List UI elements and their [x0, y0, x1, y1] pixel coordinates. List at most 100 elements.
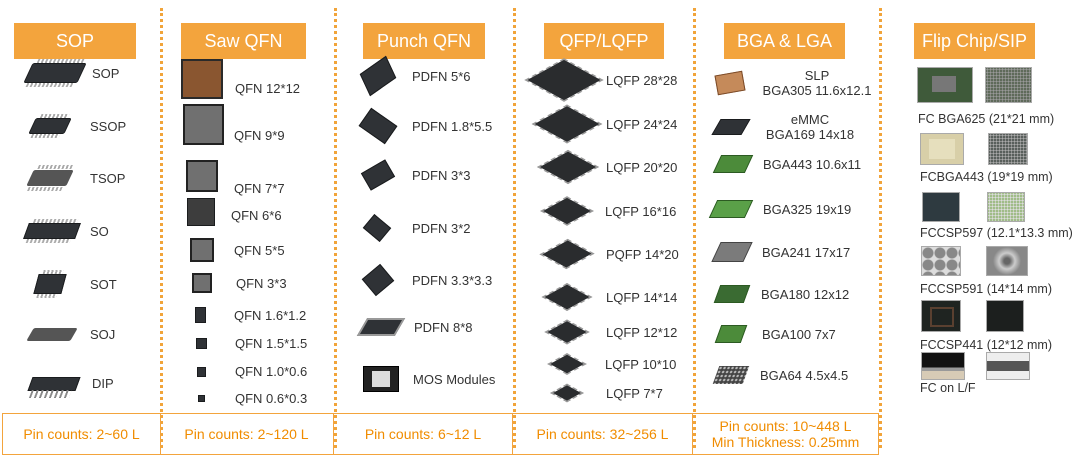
package-label: LQFP 20*20 [606, 159, 678, 175]
column-separator [513, 8, 516, 448]
lqfp-14x14-chip-icon [541, 282, 593, 312]
fccsp441-ball-side-photo [986, 300, 1024, 332]
pdfn-1-8x5-5-chip-icon [358, 107, 398, 145]
package-label: SLP [804, 68, 830, 83]
package-item: PDFN 8*8 [356, 318, 473, 336]
package-label: PDFN 3*2 [412, 220, 471, 236]
flip-chip-label: FCCSP441 (12*12 mm) [920, 338, 1052, 352]
footer-cell: Pin counts: 10~448 L Min Thickness: 0.25… [693, 413, 879, 455]
package-label: BGA64 4.5x4.5 [760, 367, 849, 383]
package-label: LQFP 14*14 [606, 289, 678, 305]
package-label-group: eMMC BGA169 14x18 [760, 112, 860, 142]
header-saw-qfn: Saw QFN [181, 23, 306, 59]
package-item: SO [23, 219, 109, 243]
column-separator [160, 8, 163, 448]
fc-bga625-photo [917, 67, 973, 103]
package-item: SSOP [28, 114, 127, 138]
fccsp597-ball-side-photo [987, 192, 1025, 222]
min-thickness-label: Min Thickness: 0.25mm [711, 434, 860, 450]
package-item: PDFN 3.3*3.3 [361, 263, 492, 297]
bga325-chip-icon [708, 200, 754, 218]
package-label: QFN 1.6*1.2 [234, 307, 307, 323]
package-item: PDFN 3*3 [360, 159, 471, 191]
package-item: SOT [33, 270, 117, 298]
pdfn-3x3-chip-icon [360, 159, 396, 191]
package-item: DIP [27, 376, 114, 398]
lqfp-28x28-chip-icon [524, 58, 604, 102]
qfn-5x5-chip-icon [190, 238, 214, 262]
soj-chip-icon [26, 328, 78, 341]
package-label: SOP [92, 65, 120, 81]
package-item: QFN 1.6*1.2 [195, 307, 306, 323]
package-label: QFN 1.0*0.6 [235, 364, 308, 379]
package-item: QFN 3*3 [192, 273, 287, 293]
qfn-7x7-chip-icon [186, 159, 218, 192]
lqfp-16x16-chip-icon [540, 196, 594, 226]
qfn-3x3-chip-icon [192, 273, 212, 293]
qfn-12x12-chip-icon [181, 59, 223, 99]
bga180-chip-icon [713, 285, 751, 303]
package-label: LQFP 10*10 [605, 356, 677, 372]
package-item: eMMC BGA169 14x18 [711, 112, 860, 142]
package-label-group: SLP BGA305 11.6x12.1 [762, 68, 872, 98]
package-item: QFN 9*9 [183, 104, 285, 145]
package-label: LQFP 28*28 [606, 72, 678, 88]
package-label: LQFP 7*7 [606, 385, 663, 401]
fccsp591-ball-side-photo [986, 246, 1028, 276]
package-label: QFN 0.6*0.3 [235, 391, 308, 406]
flip-chip-label: FCCSP591 (14*14 mm) [920, 282, 1052, 296]
package-label: QFN 3*3 [236, 275, 287, 291]
qfn-0-6x0-3-chip-icon [198, 395, 205, 402]
footer-cell: Pin counts: 32~256 L [513, 413, 693, 455]
package-item: QFN 1.0*0.6 [197, 364, 307, 379]
package-item: SLP BGA305 11.6x12.1 [714, 68, 872, 98]
package-item: LQFP 16*16 [540, 196, 677, 226]
bga64-chip-icon [712, 366, 750, 384]
tsop-chip-icon [26, 165, 74, 191]
package-item: BGA325 19x19 [708, 200, 851, 218]
pdfn-5x6-chip-icon [359, 55, 397, 97]
package-label: QFN 9*9 [234, 128, 285, 143]
fc-on-lf-photo [921, 352, 965, 380]
package-item: BGA443 10.6x11 [712, 155, 861, 173]
qfn-1-0x0-6-chip-icon [197, 366, 206, 377]
package-item: QFN 6*6 [187, 198, 282, 226]
header-flip-chip-sip: Flip Chip/SIP [914, 23, 1035, 59]
package-label: SOJ [90, 327, 116, 342]
package-label: eMMC [790, 112, 830, 127]
package-label: LQFP 16*16 [605, 203, 677, 219]
package-item: LQFP 10*10 [547, 353, 677, 375]
header-sop: SOP [14, 23, 136, 59]
dip-chip-icon [27, 376, 81, 398]
package-item: LQFP 28*28 [524, 58, 678, 102]
fc-on-lf-cross-section-photo [986, 352, 1030, 380]
package-label: QFN 12*12 [235, 80, 301, 96]
sot-chip-icon [33, 270, 67, 298]
lqfp-12x12-chip-icon [544, 319, 590, 345]
package-item: MOS Modules [363, 366, 495, 392]
package-label: QFN 7*7 [234, 181, 285, 196]
package-item: QFN 12*12 [181, 59, 300, 99]
fcbga443-ball-side-photo [988, 133, 1028, 165]
fcbga443-photo [920, 133, 964, 165]
package-label: SSOP [90, 118, 127, 134]
so-chip-icon [23, 219, 81, 243]
package-label: PDFN 1.8*5.5 [412, 118, 493, 134]
package-label: DIP [92, 376, 114, 391]
package-item: TSOP [26, 165, 125, 191]
column-separator [334, 8, 337, 448]
package-item: PQFP 14*20 [539, 238, 679, 270]
pin-count-label: Pin counts: 2~60 L [23, 426, 140, 442]
package-item: PDFN 5*6 [359, 55, 471, 97]
slp-chip-icon [714, 70, 746, 96]
qfn-1-6x1-2-chip-icon [195, 307, 206, 323]
package-item: QFN 1.5*1.5 [196, 336, 307, 351]
qfn-9x9-chip-icon [183, 104, 224, 145]
flip-chip-label: FC on L/F [920, 381, 976, 395]
package-item: LQFP 24*24 [531, 104, 677, 144]
pin-count-label: Pin counts: 32~256 L [536, 426, 669, 442]
package-item: BGA180 12x12 [713, 285, 849, 303]
package-label: BGA169 14x18 [765, 127, 855, 142]
package-label: SOT [90, 276, 117, 292]
footer-cell: Pin counts: 2~120 L [160, 413, 334, 455]
